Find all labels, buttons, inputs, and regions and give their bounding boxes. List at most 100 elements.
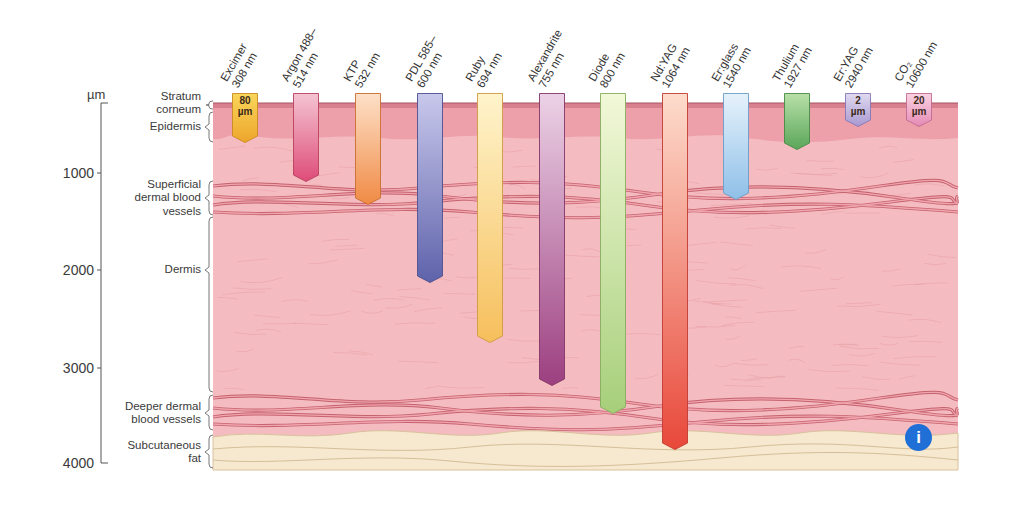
fiber-stroke bbox=[513, 166, 536, 167]
fiber-stroke bbox=[509, 268, 538, 270]
fiber-stroke bbox=[373, 298, 404, 300]
fiber-stroke bbox=[756, 169, 779, 171]
laser-bar: Er:glass 1540 nm bbox=[723, 93, 749, 200]
laser-bar: CO₂ 10600 nm20 µm bbox=[906, 93, 932, 127]
fiber-stroke bbox=[924, 263, 946, 264]
bar-outline bbox=[601, 94, 626, 414]
bar-outline bbox=[356, 94, 381, 205]
fiber-stroke bbox=[769, 225, 795, 228]
fiber-stroke bbox=[635, 374, 658, 378]
fiber-stroke bbox=[726, 317, 742, 319]
fiber-stroke bbox=[830, 277, 844, 280]
fiber-stroke bbox=[893, 357, 936, 359]
fiber-stroke bbox=[731, 379, 761, 380]
fiber-stroke bbox=[335, 245, 358, 246]
fiber-stroke bbox=[703, 301, 722, 304]
fiber-stroke bbox=[728, 278, 755, 281]
bar-shape bbox=[723, 93, 749, 200]
laser-bar: Nd:YAG 1064 nm bbox=[662, 93, 688, 450]
fiber-stroke bbox=[236, 349, 253, 351]
fiber-stroke bbox=[376, 213, 394, 216]
laser-bar: Argon 488–514 nm bbox=[293, 93, 319, 182]
icon-circle bbox=[905, 424, 932, 451]
bar-outline bbox=[294, 94, 319, 182]
fiber-stroke bbox=[849, 353, 875, 356]
bar-outline bbox=[785, 94, 810, 150]
fiber-stroke bbox=[892, 284, 925, 286]
laser-name: Ruby 694 nm bbox=[463, 42, 506, 90]
fiber-stroke bbox=[846, 303, 872, 304]
fiber-stroke bbox=[696, 326, 735, 328]
fat-layer bbox=[213, 431, 958, 470]
fiber-stroke bbox=[720, 242, 752, 246]
fiber-stroke bbox=[366, 285, 382, 287]
fiber-stroke bbox=[445, 217, 461, 218]
fiber-stroke bbox=[310, 311, 351, 316]
fiber-stroke bbox=[440, 387, 484, 389]
fiber-stroke bbox=[741, 359, 757, 361]
fiber-stroke bbox=[332, 197, 350, 199]
fiber-stroke bbox=[734, 363, 768, 365]
axis-number: 4000 bbox=[63, 455, 94, 471]
fiber-stroke bbox=[351, 291, 372, 294]
brace bbox=[205, 112, 213, 142]
laser-name: Nd:YAG 1064 nm bbox=[648, 37, 694, 90]
bar-shape bbox=[662, 93, 688, 450]
fiber-stroke bbox=[395, 323, 436, 324]
bar-outline bbox=[233, 94, 258, 143]
depth-value: 2 µm bbox=[848, 96, 868, 117]
fiber-stroke bbox=[709, 300, 748, 302]
fiber-stroke bbox=[397, 289, 422, 290]
laser-name: Er:YAG 2940 nm bbox=[831, 37, 877, 90]
vessel-walls bbox=[213, 180, 958, 217]
deeper-vessels bbox=[213, 392, 958, 429]
bar-outline bbox=[418, 94, 443, 283]
layer-braces bbox=[205, 101, 213, 468]
icon-glyph: i bbox=[905, 424, 932, 451]
fiber-stroke bbox=[508, 362, 539, 363]
fiber-stroke bbox=[224, 388, 244, 389]
fiber-stroke bbox=[909, 341, 943, 342]
fiber-stroke bbox=[398, 361, 438, 363]
dermis-texture bbox=[216, 146, 956, 390]
brace bbox=[205, 395, 213, 430]
info-icon: i bbox=[905, 424, 932, 451]
brace bbox=[206, 101, 213, 109]
fiber-stroke bbox=[240, 278, 282, 283]
fiber-stroke bbox=[508, 340, 541, 342]
axis-number: 2000 bbox=[63, 262, 94, 278]
layer-label: Deeper dermal blood vessels bbox=[109, 400, 201, 426]
axis-bracket bbox=[101, 103, 108, 463]
fiber-stroke bbox=[217, 297, 238, 299]
fiber-stroke bbox=[582, 249, 602, 254]
fiber-stroke bbox=[722, 322, 754, 325]
superficial-vessels bbox=[213, 180, 958, 217]
bar-outline bbox=[907, 94, 932, 127]
vessel-lumens bbox=[213, 392, 958, 429]
fiber-stroke bbox=[801, 288, 838, 291]
fiber-stroke bbox=[425, 386, 440, 389]
vessel bbox=[213, 204, 958, 218]
vessel bbox=[213, 399, 958, 416]
depth-value: 20 µm bbox=[909, 96, 929, 117]
bar-shape bbox=[477, 93, 503, 343]
fiber-stroke bbox=[806, 250, 826, 254]
fiber-stroke bbox=[322, 239, 349, 241]
fiber-stroke bbox=[725, 385, 764, 386]
layer-label: Subcutaneous fat bbox=[119, 439, 201, 465]
brace bbox=[205, 181, 213, 215]
fiber-stroke bbox=[756, 310, 796, 313]
fiber-stroke bbox=[836, 388, 879, 390]
bar-shape bbox=[784, 93, 810, 150]
axis-unit: µm bbox=[87, 88, 105, 103]
fiber-stroke bbox=[789, 346, 804, 348]
vessel bbox=[213, 187, 958, 204]
depth-axis bbox=[97, 103, 108, 463]
laser-bar: PDL 585–600 nm bbox=[417, 93, 443, 283]
fiber-stroke bbox=[845, 212, 880, 214]
fiber-stroke bbox=[254, 315, 280, 317]
fiber-stroke bbox=[223, 292, 265, 294]
fiber-stroke bbox=[233, 288, 271, 290]
laser-bar: Excimer 308 nm80 µm bbox=[232, 93, 258, 143]
